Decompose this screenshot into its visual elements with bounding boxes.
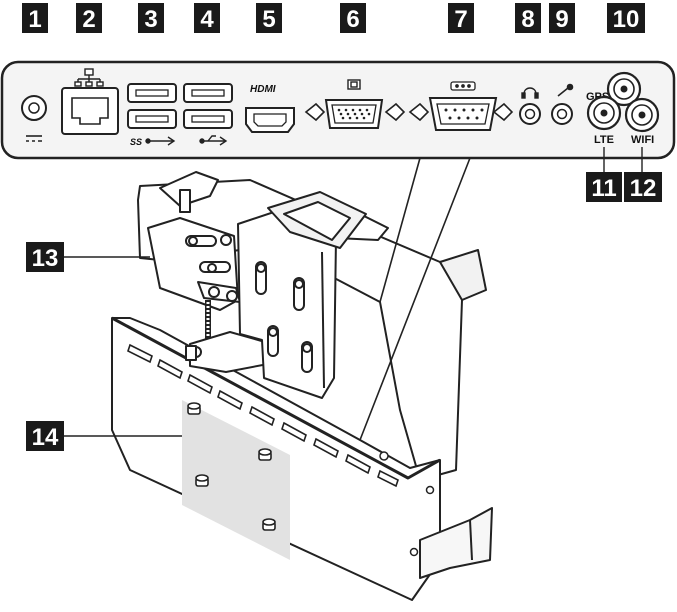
monitor-icon bbox=[347, 79, 361, 90]
usb-icon bbox=[199, 135, 228, 146]
callout-6: 6 bbox=[340, 3, 366, 33]
svg-text:10: 10 bbox=[613, 6, 640, 33]
wifi-label: WIFI bbox=[631, 134, 654, 146]
mounting-studs bbox=[187, 402, 276, 531]
vent-slots bbox=[127, 343, 399, 488]
usb3-ports: SS bbox=[127, 83, 177, 147]
usb-icon bbox=[145, 136, 176, 146]
svg-text:2: 2 bbox=[82, 6, 95, 33]
svg-text:14: 14 bbox=[32, 424, 59, 451]
callout-badges: 1 2 3 4 5 6 7 8 bbox=[22, 3, 662, 451]
microphone-icon bbox=[557, 83, 574, 97]
dc-power-jack bbox=[21, 95, 47, 142]
callout-4: 4 bbox=[194, 3, 220, 33]
callout-10: 10 bbox=[607, 3, 645, 33]
callout-3: 3 bbox=[138, 3, 164, 33]
network-icon bbox=[74, 68, 104, 87]
svg-text:7: 7 bbox=[454, 6, 467, 33]
svg-text:6: 6 bbox=[346, 6, 359, 33]
callout-12: 12 bbox=[624, 172, 662, 202]
locking-mechanism bbox=[147, 171, 389, 399]
microphone-jack bbox=[551, 83, 574, 125]
svg-text:8: 8 bbox=[521, 6, 534, 33]
callout-5: 5 bbox=[256, 3, 282, 33]
tray-screws bbox=[379, 451, 435, 557]
serial-port bbox=[408, 81, 514, 131]
callout-1: 1 bbox=[22, 3, 48, 33]
svg-text:12: 12 bbox=[630, 175, 657, 202]
svg-text:1: 1 bbox=[28, 6, 41, 33]
lte-antenna-connector: LTE bbox=[586, 95, 622, 146]
svg-text:4: 4 bbox=[200, 6, 214, 33]
lte-label: LTE bbox=[594, 134, 614, 146]
callout-8: 8 bbox=[515, 3, 541, 33]
svg-text:9: 9 bbox=[555, 6, 568, 33]
hdmi-port: HDMI bbox=[245, 84, 295, 133]
callout-14: 14 bbox=[26, 421, 64, 451]
usb3-label: SS bbox=[130, 137, 142, 147]
serial-icon bbox=[450, 81, 476, 91]
svg-text:11: 11 bbox=[591, 175, 616, 202]
usb2-ports bbox=[183, 83, 233, 146]
callout-9: 9 bbox=[549, 3, 575, 33]
svg-text:3: 3 bbox=[144, 6, 157, 33]
callout-7: 7 bbox=[448, 3, 474, 33]
dc-symbol-icon bbox=[26, 135, 42, 142]
callout-2: 2 bbox=[76, 3, 102, 33]
mounting-area bbox=[182, 400, 290, 560]
callout-13: 13 bbox=[26, 242, 64, 272]
ethernet-port bbox=[61, 68, 119, 135]
wifi-antenna-connector: WIFI bbox=[624, 97, 660, 146]
callout-11: 11 bbox=[586, 172, 622, 202]
svg-text:5: 5 bbox=[262, 6, 275, 33]
panel-connector-lines bbox=[359, 157, 471, 441]
hdmi-label: HDMI bbox=[250, 84, 276, 95]
leader-lines bbox=[64, 147, 643, 437]
svg-text:13: 13 bbox=[32, 245, 59, 272]
headphone-icon bbox=[521, 87, 539, 99]
headphone-jack bbox=[519, 87, 541, 125]
vga-port bbox=[304, 79, 406, 129]
